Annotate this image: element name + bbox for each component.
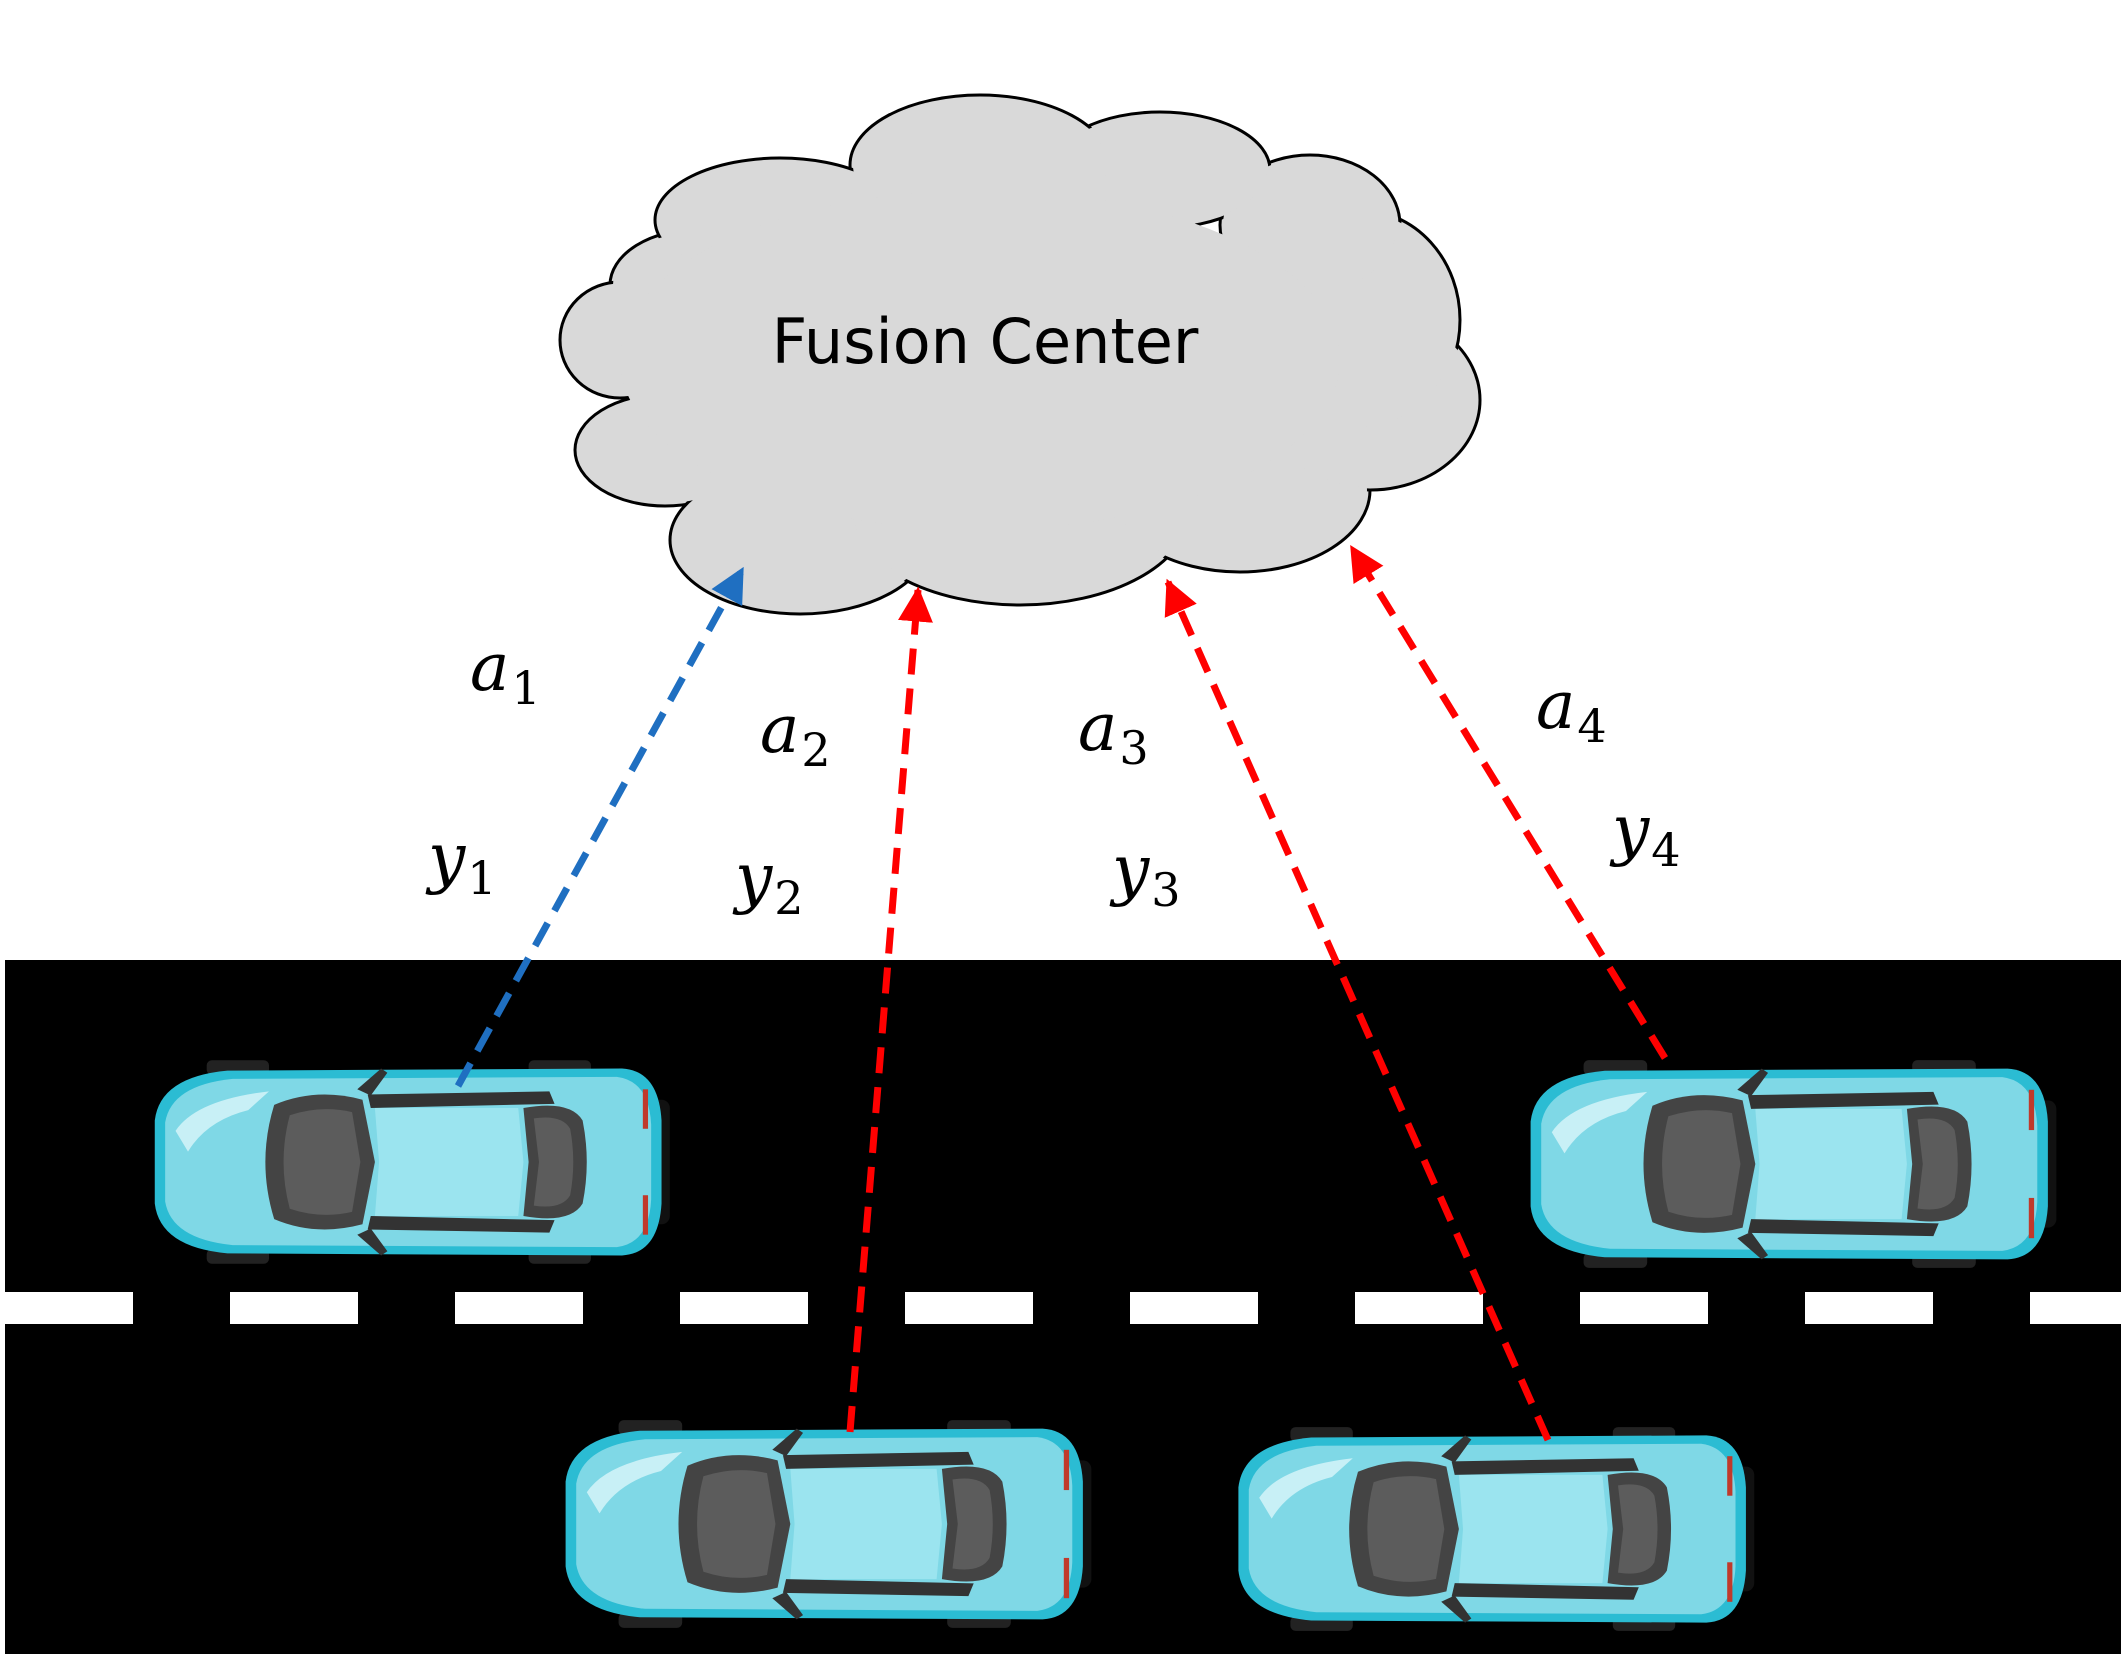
fusion-center-cloud: Fusion Center xyxy=(558,93,1482,616)
obs-label-4: y4 xyxy=(1609,791,1681,877)
link-2-labels: a2 y2 xyxy=(732,691,831,925)
link-3-arrow xyxy=(1164,578,1552,1442)
action-label-4: a4 xyxy=(1536,667,1607,753)
action-label-3: a3 xyxy=(1078,689,1149,775)
link-1-labels: a1 y1 xyxy=(425,629,541,905)
car-4 xyxy=(1530,1060,2057,1268)
link-4-labels: a4 y4 xyxy=(1536,667,1681,877)
action-label-1: a1 xyxy=(470,629,541,715)
lane-divider xyxy=(5,1292,2121,1324)
obs-label-3: y3 xyxy=(1109,831,1181,917)
link-1-arrow xyxy=(454,566,746,1088)
car-1 xyxy=(154,1060,670,1264)
action-label-2: a2 xyxy=(760,691,831,777)
fusion-center-label: Fusion Center xyxy=(772,305,1199,378)
car-2 xyxy=(565,1420,1092,1628)
obs-label-2: y2 xyxy=(732,839,804,925)
car-3 xyxy=(1238,1427,1755,1631)
link-3-labels: a3 y3 xyxy=(1078,689,1181,917)
link-4-arrow xyxy=(1349,545,1668,1060)
link-2-arrow xyxy=(846,586,933,1433)
obs-label-1: y1 xyxy=(425,819,497,905)
